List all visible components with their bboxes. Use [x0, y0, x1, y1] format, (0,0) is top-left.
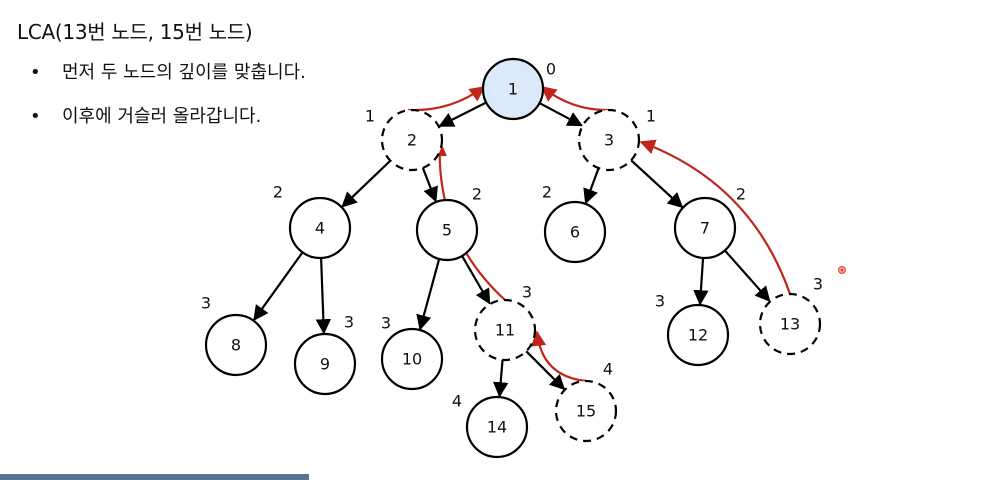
tree-node-12: 12 3	[655, 292, 730, 367]
bullet-dot-icon: •	[30, 62, 41, 83]
bullet-item: • 이후에 거슬러 올라갑니다.	[30, 104, 306, 148]
tree-node-7: 72	[673, 185, 746, 260]
node-circle	[204, 313, 268, 377]
edge-1-2	[438, 101, 487, 128]
node-label: 1	[508, 80, 518, 99]
node-depth-label: 2	[542, 183, 552, 202]
node-depth-label: 1	[646, 107, 656, 126]
tree-node-5: 52	[415, 185, 482, 262]
node-circle	[293, 332, 357, 396]
node-depth-label: 3	[344, 313, 354, 332]
node-label: 6	[570, 223, 580, 242]
tree-node-9: 93	[293, 313, 357, 396]
node-circle	[380, 108, 444, 172]
edge-2-4	[341, 159, 392, 208]
tree-node-10: 10 3	[380, 314, 444, 391]
node-label: 12	[688, 326, 708, 345]
node-depth-label: 3	[522, 283, 532, 302]
node-circle	[415, 198, 479, 262]
node-depth-label: 3	[655, 292, 665, 311]
node-label: 7	[700, 219, 710, 238]
node-depth-label: 3	[381, 314, 391, 333]
bullet-text: 먼저 두 노드의 깊이를 맞춥니다.	[62, 62, 306, 83]
climb-arrow-13-3	[639, 139, 792, 295]
edge-2-5	[421, 167, 438, 203]
node-circle	[481, 57, 545, 121]
climb-arrow-2-1	[407, 86, 486, 112]
node-label: 9	[320, 355, 330, 374]
tree-node-15: 15 4	[554, 360, 618, 443]
edge-1-3	[538, 102, 583, 127]
node-label: 4	[315, 219, 325, 238]
node-depth-label: 3	[201, 294, 211, 313]
node-circle	[673, 196, 737, 260]
node-label: 10	[402, 350, 422, 369]
tree-node-8: 83	[201, 294, 268, 377]
edge-4-8	[253, 251, 304, 322]
tree-node-4: 42	[273, 183, 352, 260]
edge-5-10	[416, 258, 441, 331]
tree-node-14: 14 4	[452, 392, 529, 459]
bullet-list: • 먼저 두 노드의 깊이를 맞춥니다. • 이후에 거슬러 올라갑니다.	[30, 60, 306, 148]
node-circle	[758, 292, 822, 356]
node-circle	[554, 379, 618, 443]
node-circle	[543, 200, 607, 264]
edge-3-6	[583, 167, 600, 205]
tree-node-11: 11 3	[473, 283, 537, 362]
tree-node-6: 62	[542, 183, 607, 264]
node-depth-label: 0	[546, 60, 556, 79]
node-label: 8	[231, 336, 241, 355]
node-circle	[473, 298, 537, 362]
node-circle	[577, 108, 641, 172]
bullet-item: • 먼저 두 노드의 깊이를 맞춥니다.	[30, 60, 306, 104]
node-label: 11	[495, 321, 515, 340]
node-label: 5	[442, 221, 452, 240]
climb-arrow-3-1	[540, 86, 614, 112]
bullet-text: 이후에 거슬러 올라갑니다.	[62, 106, 262, 127]
edge-3-7	[630, 159, 684, 209]
tree-edges	[253, 101, 771, 398]
node-label: 15	[576, 402, 596, 421]
tree-node-3: 31	[577, 107, 656, 172]
climb-arrow-15-11	[530, 330, 587, 383]
node-depth-label: 2	[736, 185, 746, 204]
edge-7-12	[693, 257, 709, 306]
node-circle	[465, 395, 529, 459]
tree-node-1: 10	[481, 57, 556, 121]
node-label: 2	[407, 131, 417, 150]
node-circle	[666, 303, 730, 367]
edge-5-11	[461, 255, 491, 305]
tree-node-2: 21	[365, 107, 444, 172]
edge-4-9	[315, 257, 332, 335]
node-circle	[380, 327, 444, 391]
edge-11-14	[493, 359, 509, 398]
slide-title: LCA(13번 노드, 15번 노드)	[17, 20, 253, 44]
node-label: 14	[487, 418, 507, 437]
footer-bar	[0, 474, 309, 480]
edge-11-15	[525, 350, 566, 391]
node-depth-label: 2	[472, 185, 482, 204]
node-depth-label: 1	[365, 107, 375, 126]
node-depth-label: 4	[603, 360, 613, 379]
laser-pointer-icon	[838, 266, 846, 274]
node-depth-label: 2	[273, 183, 283, 202]
tree-node-13: 13 3	[758, 275, 823, 356]
node-depth-label: 4	[452, 392, 462, 411]
node-circle	[288, 196, 352, 260]
node-depth-label: 3	[813, 275, 823, 294]
node-label: 3	[604, 131, 614, 150]
edge-7-13	[724, 249, 771, 302]
bullet-dot-icon: •	[30, 106, 41, 127]
node-label: 13	[780, 315, 800, 334]
